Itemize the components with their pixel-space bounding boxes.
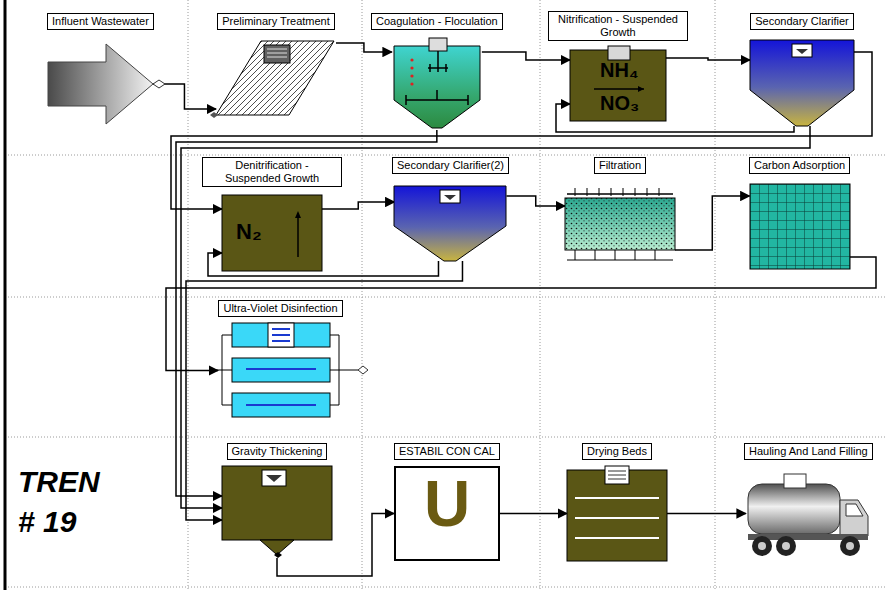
- unit-illustration: [218, 323, 343, 418]
- unit-icon: [392, 38, 482, 130]
- train-label: TREN # 19: [18, 462, 113, 542]
- flow-line: [176, 130, 437, 496]
- unit-illustration: [216, 39, 336, 117]
- unit-illustration: [565, 182, 675, 262]
- icon-text: NO₃: [600, 93, 639, 113]
- process-unit: Drying Beds: [567, 443, 667, 561]
- flow-line: [166, 257, 876, 371]
- unit-illustration: [392, 38, 482, 130]
- flow-line: [500, 513, 567, 515]
- unit-icon: [567, 466, 667, 561]
- process-unit: Denitrification - Suspended GrowthN₂: [202, 157, 342, 271]
- unit-icon: NH₄ NO₃: [570, 46, 666, 121]
- icon-text: U: [394, 472, 500, 536]
- flow-line: [322, 202, 394, 209]
- process-unit: Ultra-Violet Disinfection: [218, 300, 343, 418]
- unit-illustration: [750, 184, 850, 269]
- unit-label: ESTABIL CON CAL: [394, 443, 500, 460]
- unit-label: Influent Wastewater: [47, 13, 154, 30]
- unit-icon: [222, 466, 332, 558]
- unit-label: Gravity Thickening: [227, 443, 328, 460]
- unit-icon: [750, 184, 850, 269]
- flow-line: [666, 58, 750, 60]
- process-unit: Filtration: [565, 157, 675, 262]
- flow-line: [482, 52, 570, 60]
- unit-icon: U: [394, 466, 500, 561]
- unit-label: Ultra-Violet Disinfection: [218, 300, 342, 317]
- unit-label: Nitrification - Suspended Growth: [548, 11, 688, 41]
- flow-line: [336, 43, 392, 52]
- process-unit: Nitrification - Suspended GrowthNH₄ NO₃: [548, 11, 688, 121]
- unit-illustration: [394, 186, 506, 261]
- unit-icon: [394, 186, 506, 261]
- unit-icon: [565, 182, 675, 262]
- flow-line: [667, 513, 746, 515]
- process-unit: Secondary Clarifier: [750, 13, 854, 126]
- process-unit: Hauling And Land Filling: [744, 443, 873, 561]
- process-unit: Carbon Adsorption: [749, 157, 850, 269]
- process-unit: Secondary Clarifier(2): [392, 157, 509, 261]
- icon-text: N₂: [236, 221, 262, 243]
- unit-label: Preliminary Treatment: [217, 13, 335, 30]
- flow-line: [153, 84, 216, 109]
- unit-icon: [746, 466, 871, 561]
- icon-text: NH₄: [600, 60, 638, 80]
- unit-label: Denitrification - Suspended Growth: [202, 157, 342, 187]
- unit-icon: [750, 40, 854, 126]
- process-unit: Coagulation - Floculation: [371, 13, 503, 130]
- process-unit: Gravity Thickening: [222, 443, 332, 558]
- unit-icon: [218, 323, 343, 418]
- unit-icon: N₂: [222, 195, 322, 271]
- process-unit: Influent Wastewater: [47, 13, 154, 124]
- unit-illustration: [48, 44, 153, 124]
- unit-illustration: [746, 466, 871, 561]
- unit-icon: [48, 44, 153, 124]
- process-unit: ESTABIL CON CAL U: [394, 443, 500, 561]
- unit-label: Filtration: [594, 157, 646, 174]
- unit-illustration: [567, 466, 667, 561]
- flow-line: [675, 196, 750, 250]
- unit-illustration: [750, 40, 854, 126]
- flow-line: [506, 196, 565, 206]
- unit-label: Drying Beds: [582, 443, 652, 460]
- unit-label: Coagulation - Floculation: [371, 13, 503, 30]
- unit-label: Hauling And Land Filling: [744, 443, 873, 460]
- unit-label: Secondary Clarifier(2): [392, 157, 509, 174]
- unit-label: Carbon Adsorption: [749, 157, 850, 174]
- flow-line: [181, 126, 810, 508]
- unit-icon: [216, 39, 336, 117]
- unit-illustration: [222, 466, 332, 558]
- process-unit: Preliminary Treatment: [216, 13, 336, 117]
- unit-label: Secondary Clarifier: [750, 13, 854, 30]
